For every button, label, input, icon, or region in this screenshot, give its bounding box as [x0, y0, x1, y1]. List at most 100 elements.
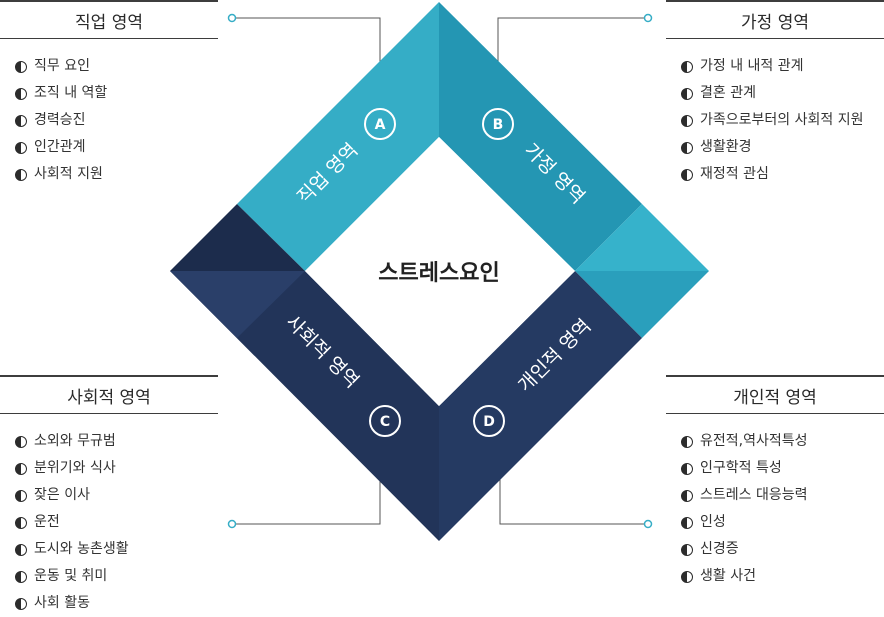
half-circle-bullet-icon: [681, 141, 693, 154]
connector-a-endpoint: [227, 13, 237, 23]
half-circle-bullet-icon: [15, 168, 27, 181]
badge-c-letter: C: [380, 414, 390, 430]
list-item-text: 운전: [34, 514, 60, 530]
connector-d-endpoint: [643, 519, 653, 529]
band-social: [170, 271, 439, 541]
list-item-text: 인구학적 특성: [700, 460, 782, 476]
half-circle-bullet-icon: [15, 516, 27, 529]
panel-family-title: 가정 영역: [666, 0, 884, 39]
list-item: 생활 사건: [681, 563, 884, 590]
list-item-text: 생활환경: [700, 139, 752, 155]
half-circle-bullet-icon: [15, 87, 27, 100]
list-item: 결혼 관계: [681, 80, 884, 107]
list-item: 가정 내 내적 관계: [681, 53, 884, 80]
half-circle-bullet-icon: [681, 168, 693, 181]
half-circle-bullet-icon: [681, 114, 693, 127]
half-circle-bullet-icon: [15, 435, 27, 448]
half-circle-bullet-icon: [681, 462, 693, 475]
badge-a-letter: A: [375, 117, 386, 133]
list-item-text: 잦은 이사: [34, 487, 90, 503]
half-circle-bullet-icon: [15, 489, 27, 502]
badge-a: [364, 108, 396, 140]
half-circle-bullet-icon: [681, 570, 693, 583]
list-item-text: 결혼 관계: [700, 85, 756, 101]
band-social-fold-lower: [170, 271, 305, 338]
band-personal: [439, 271, 642, 541]
list-item-text: 경력승진: [34, 112, 86, 128]
list-item: 생활환경: [681, 134, 884, 161]
connector-b-endpoint: [643, 13, 653, 23]
list-item-text: 인간관계: [34, 139, 86, 155]
list-item: 신경증: [681, 536, 884, 563]
list-item-text: 가족으로부터의 사회적 지원: [700, 112, 864, 128]
list-item-text: 도시와 농촌생활: [34, 541, 129, 557]
list-item: 사회 활동: [15, 590, 218, 617]
list-item: 인성: [681, 509, 884, 536]
list-item: 인구학적 특성: [681, 455, 884, 482]
list-item: 운동 및 취미: [15, 563, 218, 590]
band-family-fold: [575, 204, 709, 271]
band-family: [439, 2, 642, 271]
list-item: 도시와 농촌생활: [15, 536, 218, 563]
center-diamond: [305, 137, 575, 406]
list-item-text: 사회 활동: [34, 595, 90, 611]
list-item-text: 스트레스 대응능력: [700, 487, 808, 503]
list-item-text: 생활 사건: [700, 568, 756, 584]
connector-c-endpoint: [227, 519, 237, 529]
half-circle-bullet-icon: [681, 489, 693, 502]
band-family-fold-lower: [575, 271, 709, 338]
list-item-text: 분위기와 식사: [34, 460, 116, 476]
list-item: 운전: [15, 509, 218, 536]
panel-work-title: 직업 영역: [0, 0, 218, 39]
list-item: 직무 요인: [15, 53, 218, 80]
half-circle-bullet-icon: [15, 60, 27, 73]
half-circle-bullet-icon: [681, 435, 693, 448]
half-circle-bullet-icon: [15, 114, 27, 127]
panel-social-title: 사회적 영역: [0, 375, 218, 414]
list-item-text: 직무 요인: [34, 58, 90, 74]
half-circle-bullet-icon: [15, 543, 27, 556]
badge-c: [369, 405, 401, 437]
list-item: 소외와 무규범: [15, 428, 218, 455]
list-item-text: 인성: [700, 514, 726, 530]
half-circle-bullet-icon: [15, 570, 27, 583]
list-item: 경력승진: [15, 107, 218, 134]
half-circle-bullet-icon: [15, 597, 27, 610]
list-item-text: 소외와 무규범: [34, 433, 116, 449]
half-circle-bullet-icon: [681, 543, 693, 556]
list-item-text: 재정적 관심: [700, 166, 769, 182]
list-item: 스트레스 대응능력: [681, 482, 884, 509]
list-item: 조직 내 역할: [15, 80, 218, 107]
band-social-fold: [170, 204, 305, 271]
badge-d-letter: D: [483, 414, 495, 430]
list-item-text: 운동 및 취미: [34, 568, 108, 584]
list-item: 분위기와 식사: [15, 455, 218, 482]
badge-d: [473, 405, 505, 437]
badge-b: [482, 108, 514, 140]
half-circle-bullet-icon: [681, 516, 693, 529]
half-circle-bullet-icon: [681, 87, 693, 100]
list-item-text: 유전적,역사적특성: [700, 433, 808, 449]
list-item-text: 조직 내 역할: [34, 85, 108, 101]
list-item-text: 신경증: [700, 541, 739, 557]
half-circle-bullet-icon: [15, 462, 27, 475]
list-item: 재정적 관심: [681, 161, 884, 188]
list-item-text: 사회적 지원: [34, 166, 103, 182]
list-item: 가족으로부터의 사회적 지원: [681, 107, 884, 134]
half-circle-bullet-icon: [15, 141, 27, 154]
list-item: 잦은 이사: [15, 482, 218, 509]
badge-b-letter: B: [493, 117, 504, 133]
panel-personal-title: 개인적 영역: [666, 375, 884, 414]
list-item: 인간관계: [15, 134, 218, 161]
center-title: 스트레스요인: [378, 261, 499, 286]
list-item-text: 가정 내 내적 관계: [700, 58, 804, 74]
